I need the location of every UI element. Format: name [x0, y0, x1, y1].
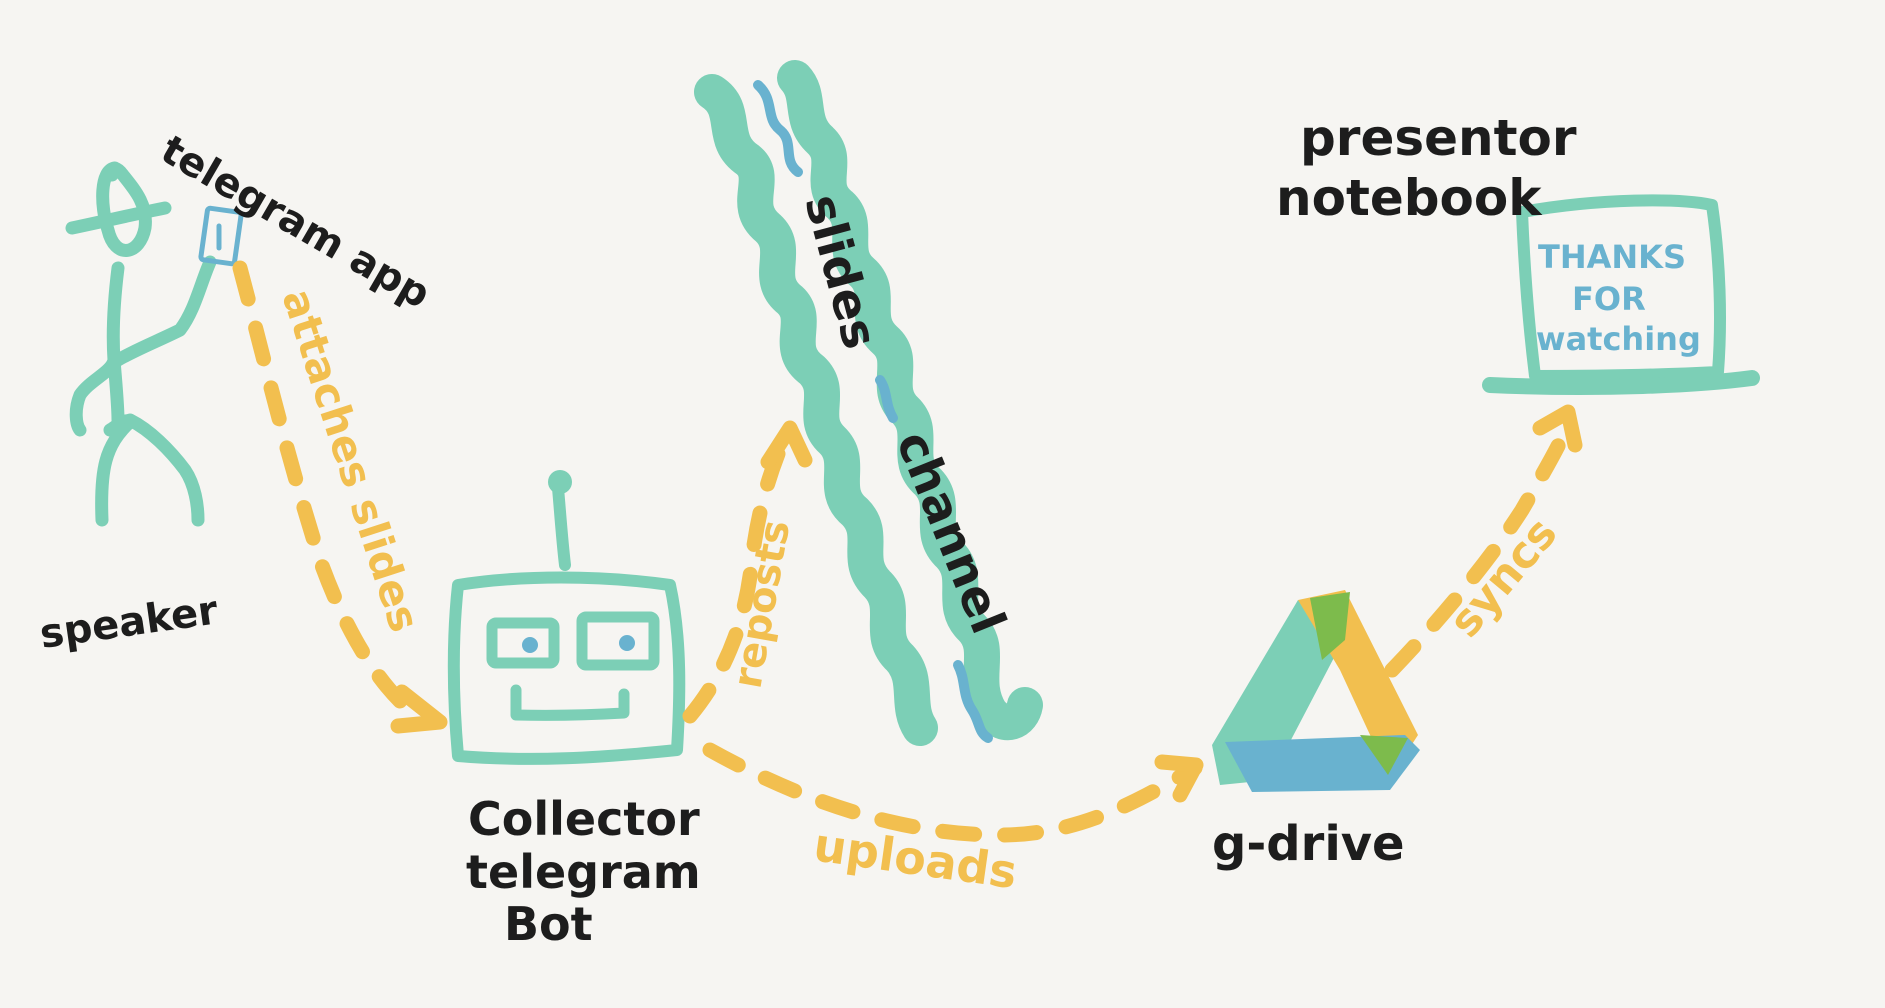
reposts-label: reposts — [725, 517, 800, 692]
uploads-edge — [702, 742, 1203, 843]
reposts-arrowhead — [760, 420, 813, 470]
speaker-figure — [65, 161, 217, 527]
bot-label-line1: Collector — [468, 792, 700, 846]
bot-label-line2: telegram — [466, 845, 701, 899]
syncs-label: syncs — [1439, 508, 1567, 647]
phone-icon — [198, 205, 244, 267]
laptop-icon — [1482, 194, 1760, 396]
speaker-label: speaker — [37, 587, 221, 657]
attaches-arrowhead — [390, 684, 448, 734]
attaches-edge — [232, 260, 428, 726]
uploads-arrowhead — [1154, 754, 1204, 803]
reposts-edge — [682, 422, 796, 724]
syncs-arrowhead — [1532, 404, 1583, 453]
notebook-screen-line3: watching — [1536, 320, 1701, 358]
notebook-screen-line2: FOR — [1572, 280, 1646, 318]
notebook-screen-line1: THANKS — [1538, 238, 1686, 276]
gdrive-label: g-drive — [1212, 816, 1405, 872]
notebook-label-line1: presentor — [1300, 109, 1577, 167]
gdrive-icon — [1212, 590, 1420, 792]
bot-label-line3: Bot — [504, 897, 593, 951]
syncs-edge — [1384, 412, 1578, 678]
robot-icon — [447, 470, 686, 765]
notebook-label-line2: notebook — [1276, 169, 1543, 227]
channel-stream — [694, 60, 1043, 746]
